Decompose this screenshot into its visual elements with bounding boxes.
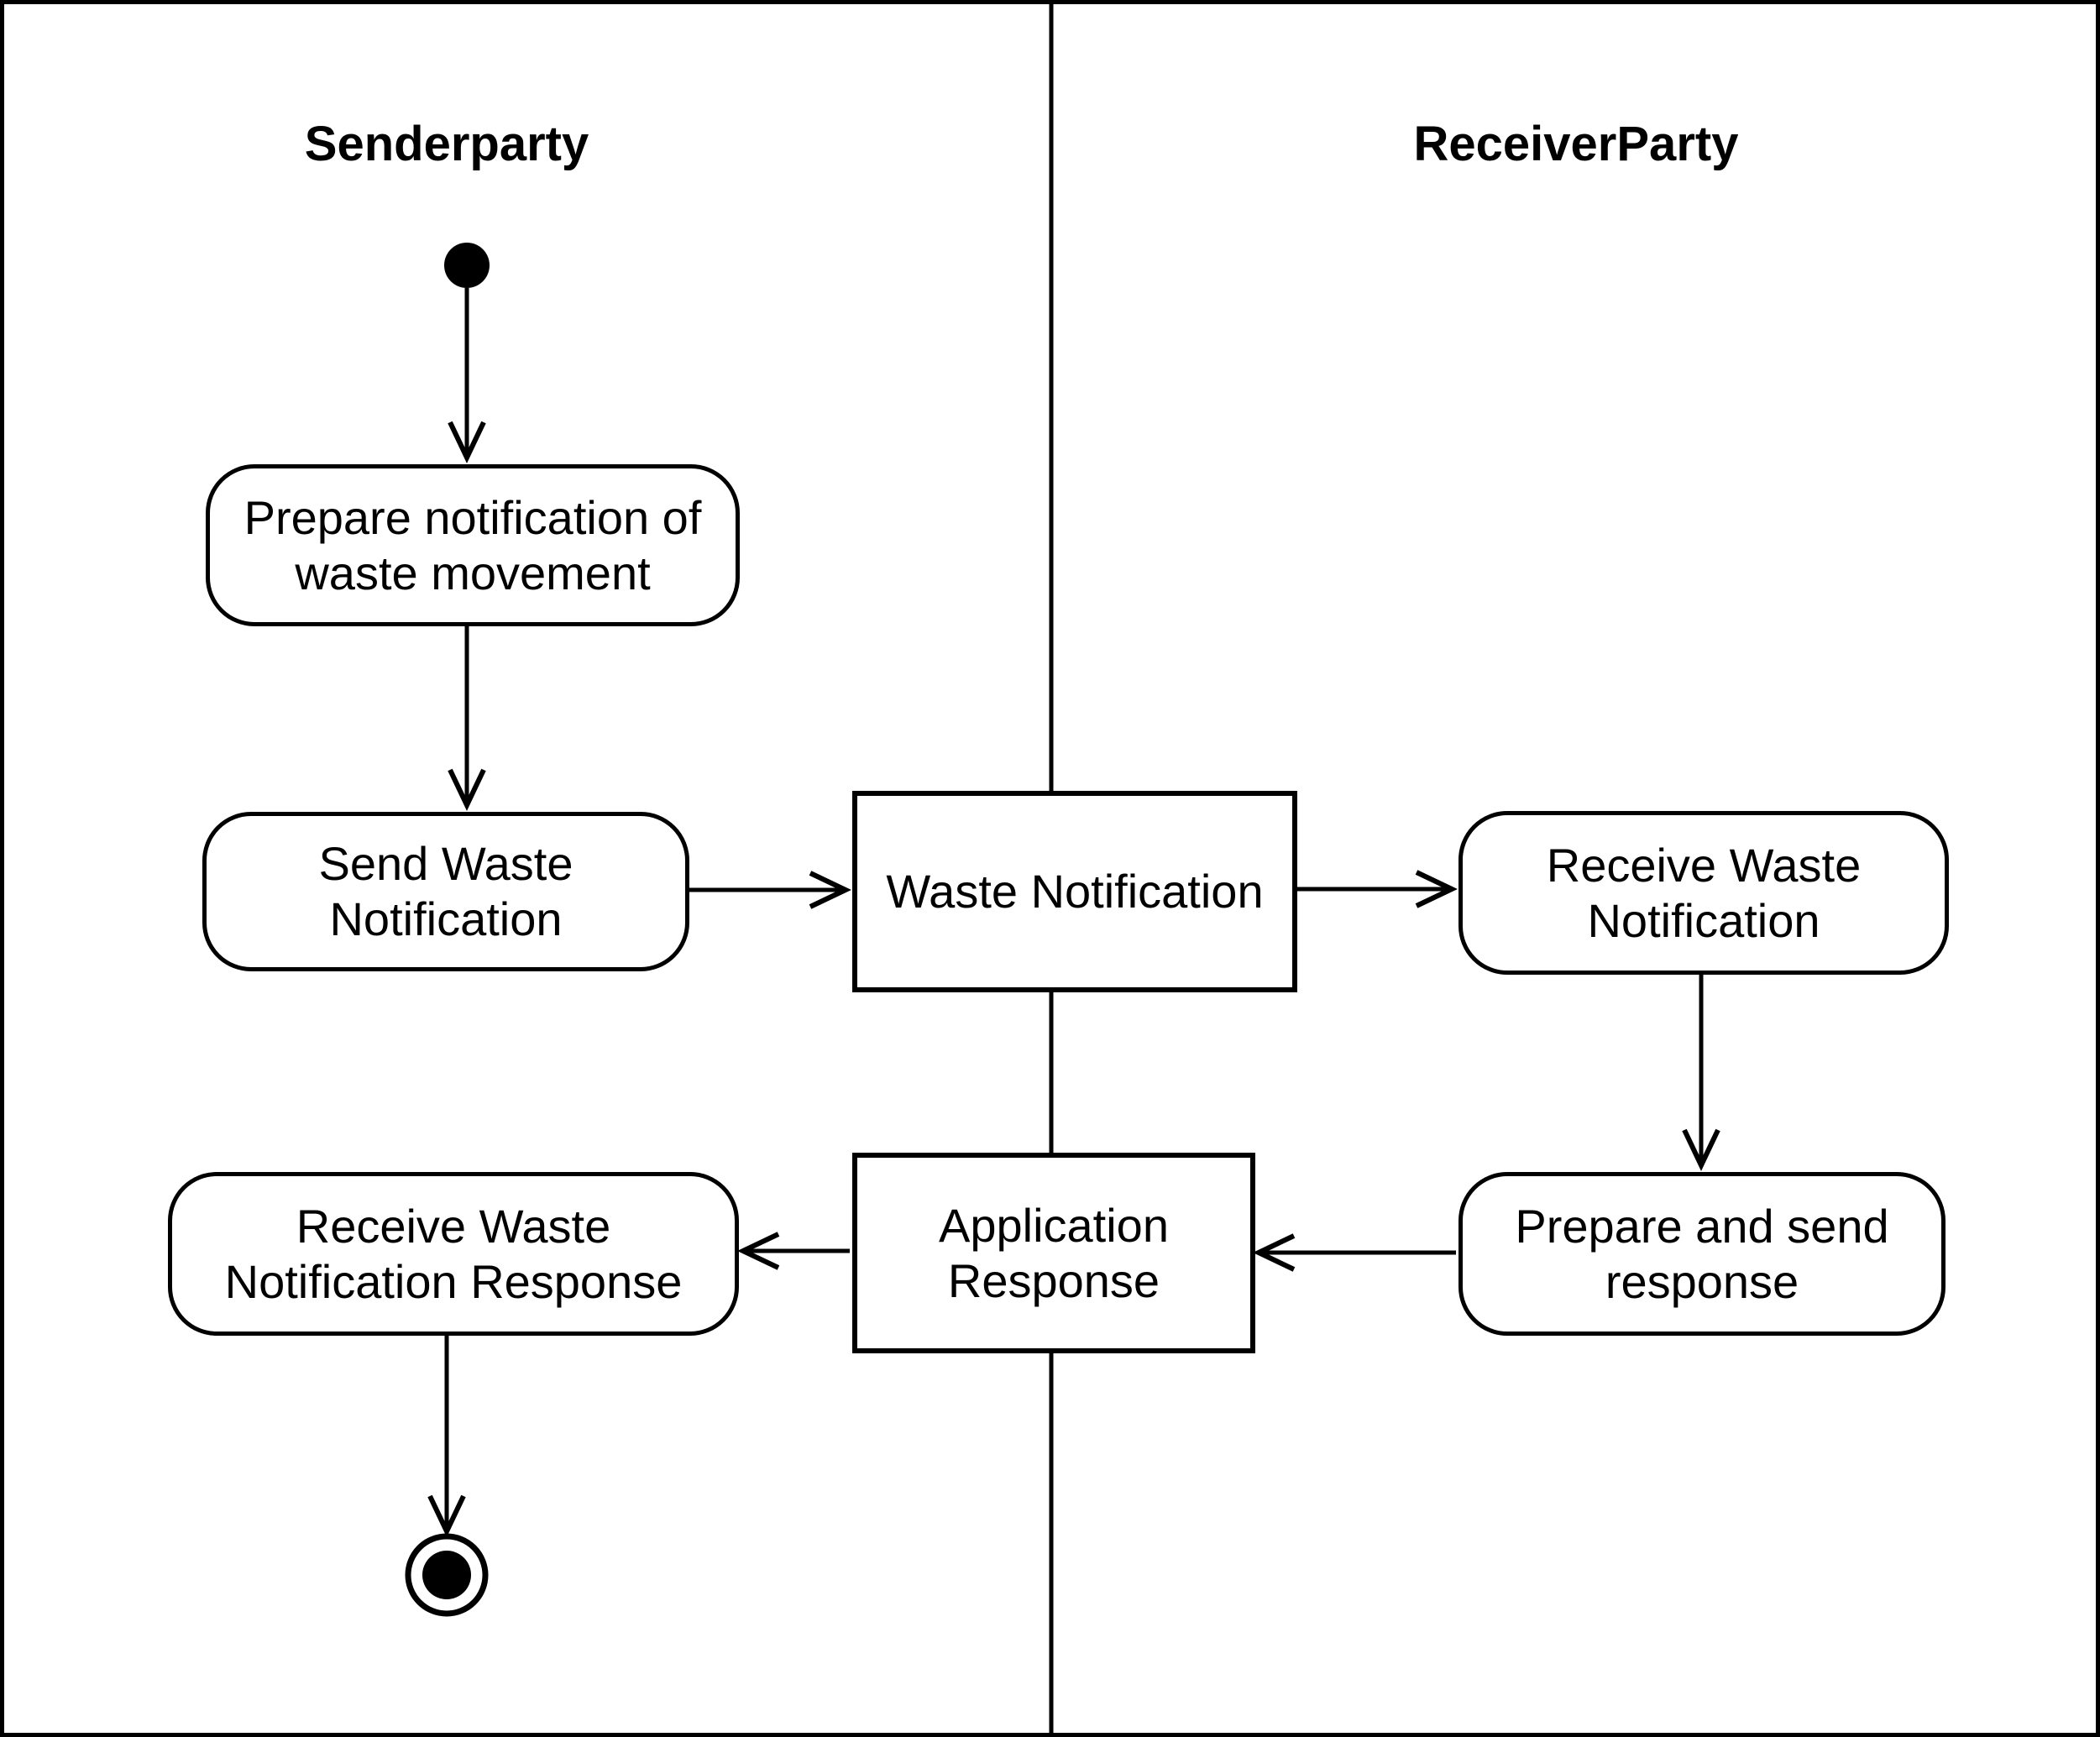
initial-node: [444, 243, 490, 288]
object-node-application-response: Application Response: [852, 1153, 1255, 1353]
final-node: [405, 1533, 489, 1617]
action-node-send-waste-notification: Send Waste Notification: [202, 812, 689, 971]
node-label: Waste Notification: [886, 865, 1264, 918]
lane-title-senderparty: Senderparty: [304, 117, 589, 171]
node-label: Receive Waste Notification: [1546, 838, 1862, 947]
node-label: Prepare notification of waste movement: [244, 490, 702, 599]
node-label: Prepare and send response: [1515, 1199, 1889, 1308]
lane-title-receiverparty: ReceiverParty: [1413, 117, 1739, 171]
node-label: Send Waste Notification: [318, 837, 573, 945]
action-node-receive-waste-notification: Receive Waste Notification: [1458, 811, 1949, 975]
action-node-receive-waste-notification-response: Receive Waste Notification Response: [168, 1172, 739, 1336]
action-node-prepare-and-send-response: Prepare and send response: [1458, 1172, 1946, 1336]
node-label: Receive Waste Notification Response: [224, 1199, 683, 1308]
node-label: Application Response: [939, 1198, 1169, 1307]
action-node-prepare-notification: Prepare notification of waste movement: [206, 464, 740, 626]
object-node-waste-notification: Waste Notification: [852, 791, 1297, 992]
